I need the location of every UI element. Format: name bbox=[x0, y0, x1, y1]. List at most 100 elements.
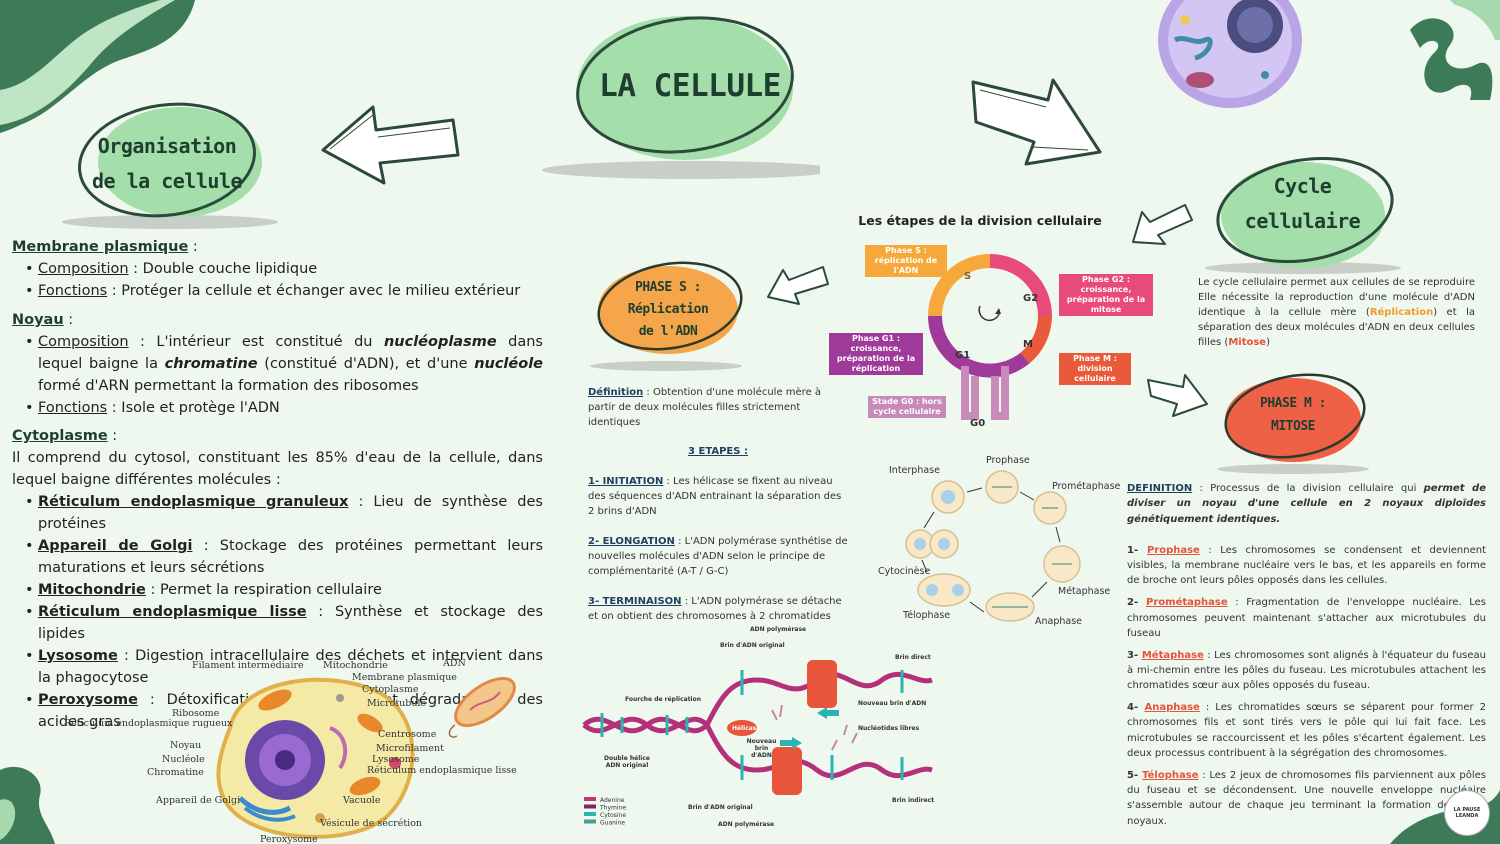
dna-legend-label: Adenine bbox=[600, 797, 625, 804]
cytoplasme-item-text: : Stockage des protéines permettant leur… bbox=[38, 538, 544, 576]
cycle-line2: cellulaire bbox=[1244, 209, 1361, 233]
phase-s-etapes-label: 3 ETAPES : bbox=[688, 446, 748, 457]
dna-lbl-brin-orig-bot: Brin d'ADN original bbox=[688, 804, 753, 811]
mitose-step-text: : Les chromosomes se condensent et devie… bbox=[1127, 544, 1486, 587]
cycle-blob-shape bbox=[1205, 156, 1401, 274]
mitose-step-text: : Fragmentation de l'enveloppe nucléaire… bbox=[1127, 597, 1486, 639]
logo-text: LA PAUSE LEANDA bbox=[1453, 807, 1481, 819]
eukaryote-cell-shape bbox=[216, 677, 415, 839]
noyau-comp-label: Composition bbox=[38, 334, 129, 350]
phase-s-line1: PHASE S : bbox=[635, 280, 701, 295]
mitosis-lbl-prometaphase: Prométaphase bbox=[1052, 481, 1121, 492]
arrow-left-icon bbox=[321, 105, 460, 185]
cytoplasme-item: Réticulum endoplasmique granuleux : Lieu… bbox=[25, 491, 543, 535]
title-blob-shape bbox=[542, 16, 838, 179]
phase-s-step-2: 2- ELONGATION : L'ADN polymérase synthét… bbox=[588, 534, 848, 579]
mitosis-lbl-interphase: Interphase bbox=[889, 465, 940, 476]
noyau-comp-g: formé d'ARN permettant la formation des … bbox=[38, 378, 419, 394]
mitose-content: DEFINITION : Processus de la division ce… bbox=[1127, 481, 1486, 835]
dna-lbl-pol-top: ADN polymérase bbox=[750, 626, 807, 633]
top-right-blob bbox=[1410, 0, 1500, 101]
dna-legend-label: Guanine bbox=[600, 820, 625, 827]
lbl-microfilament: Microfilament bbox=[376, 743, 444, 754]
organisation-blob-shape bbox=[62, 102, 278, 229]
phase-s-blob-shape bbox=[590, 261, 743, 371]
cytoplasme-item-name: Mitochondrie bbox=[38, 582, 146, 598]
mitosis-lbl-prophase: Prophase bbox=[986, 455, 1030, 466]
mitosis-shape bbox=[905, 470, 1081, 622]
eukaryote-cell-diagram: Filament intermédiaire Mitochondrie Memb… bbox=[60, 658, 530, 844]
mitose-step: 4- Anaphase : Les chromatides sœurs se s… bbox=[1127, 700, 1486, 761]
dna-lbl-brin-direct: Brin direct bbox=[895, 654, 931, 661]
step2-text: : L'ADN polymérase synthétise de nouvell… bbox=[588, 536, 848, 577]
dna-legend-label: Thymine bbox=[599, 805, 626, 812]
cytoplasme-item-text: : Digestion intracellulaire des déchets … bbox=[38, 648, 543, 686]
arrow-right-down-icon bbox=[971, 78, 1102, 166]
mitosis-lbl-cytocinese: Cytocinèse bbox=[878, 566, 931, 577]
ring-lbl-g0: G0 bbox=[970, 418, 986, 429]
lbl-noyau: Noyau bbox=[170, 740, 202, 751]
dna-lbl-helicase: Hélicase bbox=[732, 725, 761, 732]
noyau-comp-a: : L'intérieur est constitué du bbox=[128, 334, 384, 350]
phase-s-step-3: 3- TERMINAISON : L'ADN polymérase se dét… bbox=[588, 594, 848, 624]
lbl-vesicule: Vésicule de sécrétion bbox=[320, 818, 423, 829]
ring-lbl-g2: G2 bbox=[1023, 293, 1039, 304]
bacteria-shape bbox=[448, 677, 516, 738]
tag-phase-s: Phase S : réplication de l'ADN bbox=[865, 245, 947, 277]
lbl-mitochondrie: Mitochondrie bbox=[323, 660, 388, 671]
mitosis-lbl-metaphase: Métaphase bbox=[1058, 586, 1111, 597]
cycle-text-replication: Réplication bbox=[1369, 307, 1434, 318]
organisation-line2: de la cellule bbox=[91, 169, 243, 193]
membrane-composition: Composition : Double couche lipidique bbox=[25, 258, 543, 280]
lbl-rel: Réticulum endoplasmique lisse bbox=[367, 765, 517, 776]
cycle-badge: Cycle cellulaire bbox=[1195, 150, 1410, 275]
step2-label: 2- ELONGATION bbox=[588, 536, 675, 547]
dna-legend-swatch bbox=[584, 819, 596, 824]
cycle-text-c: ) et la séparation des deux molécules d'… bbox=[1198, 307, 1475, 348]
phase-m-blob-shape bbox=[1217, 373, 1369, 474]
division-cycle-title: Les étapes de la division cellulaire bbox=[858, 213, 1102, 228]
noyau-heading: Noyau bbox=[12, 312, 64, 328]
dna-legend-label: Cytosine bbox=[600, 812, 626, 819]
mitose-step-num: 1- bbox=[1127, 544, 1147, 556]
membrane-fonctions: Fonctions : Protéger la cellule et échan… bbox=[25, 280, 543, 302]
noyau-comp-e: (constitué d'ADN), et d'une bbox=[257, 356, 475, 372]
membrane-fonc-text: : Protéger la cellule et échanger avec l… bbox=[107, 283, 521, 299]
tag-phase-m: Phase M : division cellulaire bbox=[1059, 353, 1131, 385]
cytoplasme-item-name: Réticulum endoplasmique granuleux bbox=[38, 494, 349, 510]
page-title: LA CELLULE bbox=[599, 68, 781, 104]
noyau-composition: Composition : L'intérieur est constitué … bbox=[25, 331, 543, 397]
lbl-golgi: Appareil de Golgi bbox=[156, 795, 241, 806]
mitose-steps: 1- Prophase : Les chromosomes se condens… bbox=[1127, 543, 1486, 829]
arrow-phase-s-icon bbox=[767, 266, 829, 305]
dna-lbl-brin-indirect: Brin indirect bbox=[892, 797, 935, 804]
lbl-chromatine: Chromatine bbox=[147, 767, 204, 778]
cytoplasme-item: Mitochondrie : Permet la respiration cel… bbox=[25, 579, 543, 601]
cytoplasme-item-name: Appareil de Golgi bbox=[38, 538, 193, 554]
phase-s-line2: Réplication bbox=[627, 302, 709, 317]
membrane-heading: Membrane plasmique bbox=[12, 239, 189, 255]
tag-phase-g2: Phase G2 : croissance, préparation de la… bbox=[1059, 274, 1153, 316]
cytoplasme-item: Réticulum endoplasmique lisse : Synthèse… bbox=[25, 601, 543, 645]
membrane-fonc-label: Fonctions bbox=[38, 283, 108, 299]
noyau-fonc-text: : Isole et protège l'ADN bbox=[107, 400, 280, 416]
phase-m-badge: PHASE M : MITOSE bbox=[1215, 370, 1375, 478]
phase-s-def-text: : Obtention d'une molécule mère à partir… bbox=[588, 387, 822, 428]
phase-s-line3: de l'ADN bbox=[638, 324, 698, 339]
mitose-step-label: Prophase bbox=[1146, 544, 1200, 556]
membrane-colon: : bbox=[188, 239, 198, 255]
lbl-vacuole: Vacuole bbox=[343, 795, 381, 806]
mitosis-lbl-anaphase: Anaphase bbox=[1035, 616, 1083, 627]
tag-stade-g0: Stade G0 : hors cycle cellulaire bbox=[868, 396, 946, 418]
noyau-comp-d: chromatine bbox=[164, 356, 258, 372]
lbl-centrosome: Centrosome bbox=[378, 729, 437, 740]
top-left-blob bbox=[0, 0, 195, 133]
cycle-text-e: ) bbox=[1266, 337, 1270, 348]
dna-lbl-nouveau2: Nouveau brin d'ADN bbox=[746, 738, 777, 759]
noyau-comp-c: dans lequel baigne la bbox=[38, 334, 543, 372]
organisation-line1: Organisation bbox=[97, 134, 237, 158]
mitose-step-label: Télophase bbox=[1142, 769, 1199, 781]
cytoplasme-item: Lysosome : Digestion intracellulaire des… bbox=[25, 645, 543, 689]
membrane-section: Membrane plasmique : Composition : Doubl… bbox=[12, 236, 543, 302]
